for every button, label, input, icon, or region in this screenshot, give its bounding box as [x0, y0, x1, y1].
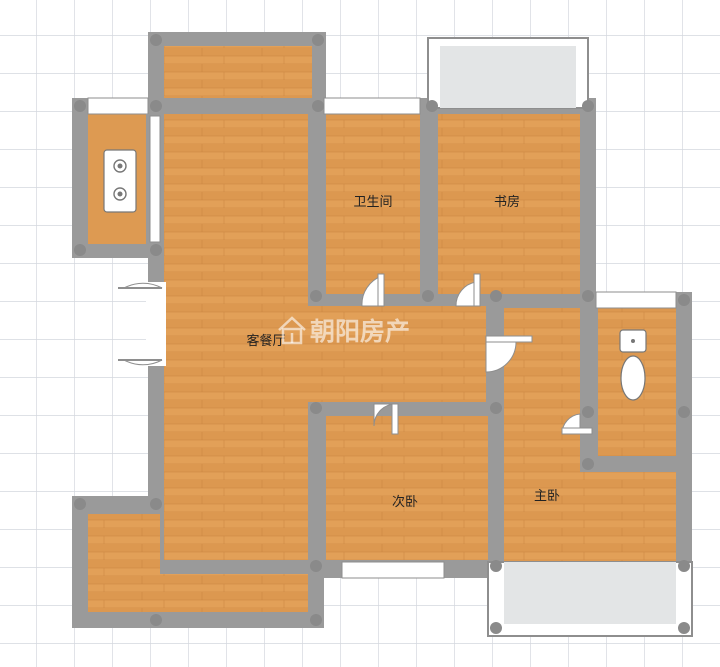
wall-joint	[490, 560, 502, 572]
wall-joint	[582, 290, 594, 302]
room-label-master-bedroom: 主卧	[534, 489, 560, 504]
wall-joint	[150, 34, 162, 46]
room-label-bathroom: 卫生间	[353, 195, 392, 210]
wall-joint	[678, 294, 690, 306]
room-label-living-dining: 客餐厅	[246, 333, 285, 349]
wall-joint	[678, 622, 690, 634]
wall-joint	[422, 290, 434, 302]
balconies	[427, 37, 693, 637]
wall-joint	[310, 560, 322, 572]
windows	[87, 97, 677, 579]
wall-joint	[150, 498, 162, 510]
wall-joint	[150, 244, 162, 256]
wall-joint	[582, 406, 594, 418]
wall-joint	[490, 622, 502, 634]
wall-joint	[74, 498, 86, 510]
watermark-text: 朝阳房产	[310, 317, 410, 346]
wall-joints	[74, 34, 690, 634]
wall-joint	[310, 290, 322, 302]
house-logo-icon	[278, 316, 306, 345]
wall-joint	[312, 100, 324, 112]
wall-joint	[310, 402, 322, 414]
wall-joint	[678, 406, 690, 418]
stove-icon	[103, 149, 137, 213]
wall-joint	[312, 34, 324, 46]
watermark: 朝阳房产	[278, 316, 410, 346]
entrance-door-icon	[118, 282, 166, 366]
wall-joint	[150, 100, 162, 112]
wall-joint	[582, 458, 594, 470]
wall-joint	[678, 560, 690, 572]
wall-joint	[490, 402, 502, 414]
room-label-study: 书房	[494, 194, 520, 210]
wall-joint	[582, 100, 594, 112]
interior-doors	[361, 273, 593, 435]
kitchen-partition	[146, 114, 164, 244]
wall-joint	[150, 614, 162, 626]
wall-joint	[74, 244, 86, 256]
wall-joint	[426, 100, 438, 112]
wall-joint	[490, 290, 502, 302]
wall-joint	[74, 100, 86, 112]
wood-floors	[88, 46, 676, 612]
toilet-icon	[619, 329, 647, 401]
room-label-second-bedroom: 次卧	[392, 494, 418, 510]
wall-joint	[310, 614, 322, 626]
